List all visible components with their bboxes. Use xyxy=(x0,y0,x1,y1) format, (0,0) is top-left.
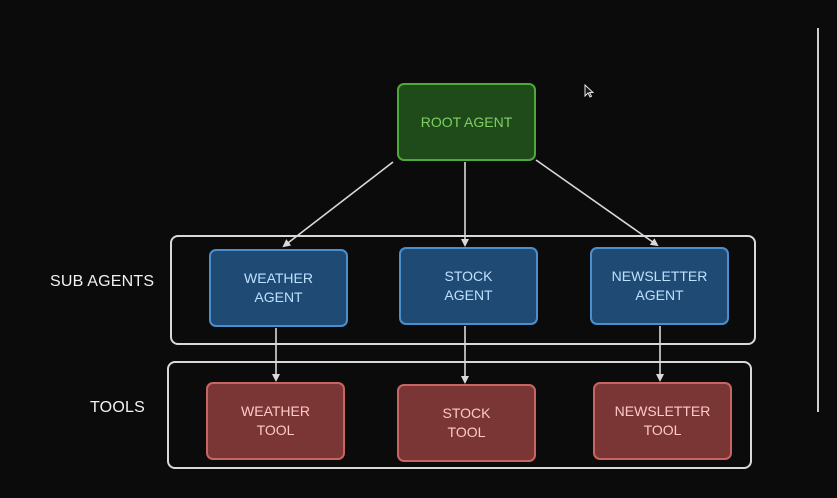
weather-tool-node: WEATHER TOOL xyxy=(206,382,345,460)
edge-root-weather-agent xyxy=(282,161,394,248)
sub-agents-group xyxy=(170,235,756,345)
stock-agent-node: STOCK AGENT xyxy=(399,247,538,325)
tools-group xyxy=(167,361,752,469)
edge-root-newsletter-agent xyxy=(535,159,659,247)
sub-agents-label: SUB AGENTS xyxy=(50,273,155,290)
newsletter-agent-node: NEWSLETTER AGENT xyxy=(590,247,729,325)
weather-agent-node: WEATHER AGENT xyxy=(209,249,348,327)
root-agent-node: ROOT AGENT xyxy=(397,83,536,161)
scrollbar-track[interactable] xyxy=(817,28,819,412)
mouse-pointer-icon xyxy=(584,84,594,98)
tools-label: TOOLS xyxy=(90,399,145,416)
stock-tool-node: STOCK TOOL xyxy=(397,384,536,462)
newsletter-tool-node: NEWSLETTER TOOL xyxy=(593,382,732,460)
